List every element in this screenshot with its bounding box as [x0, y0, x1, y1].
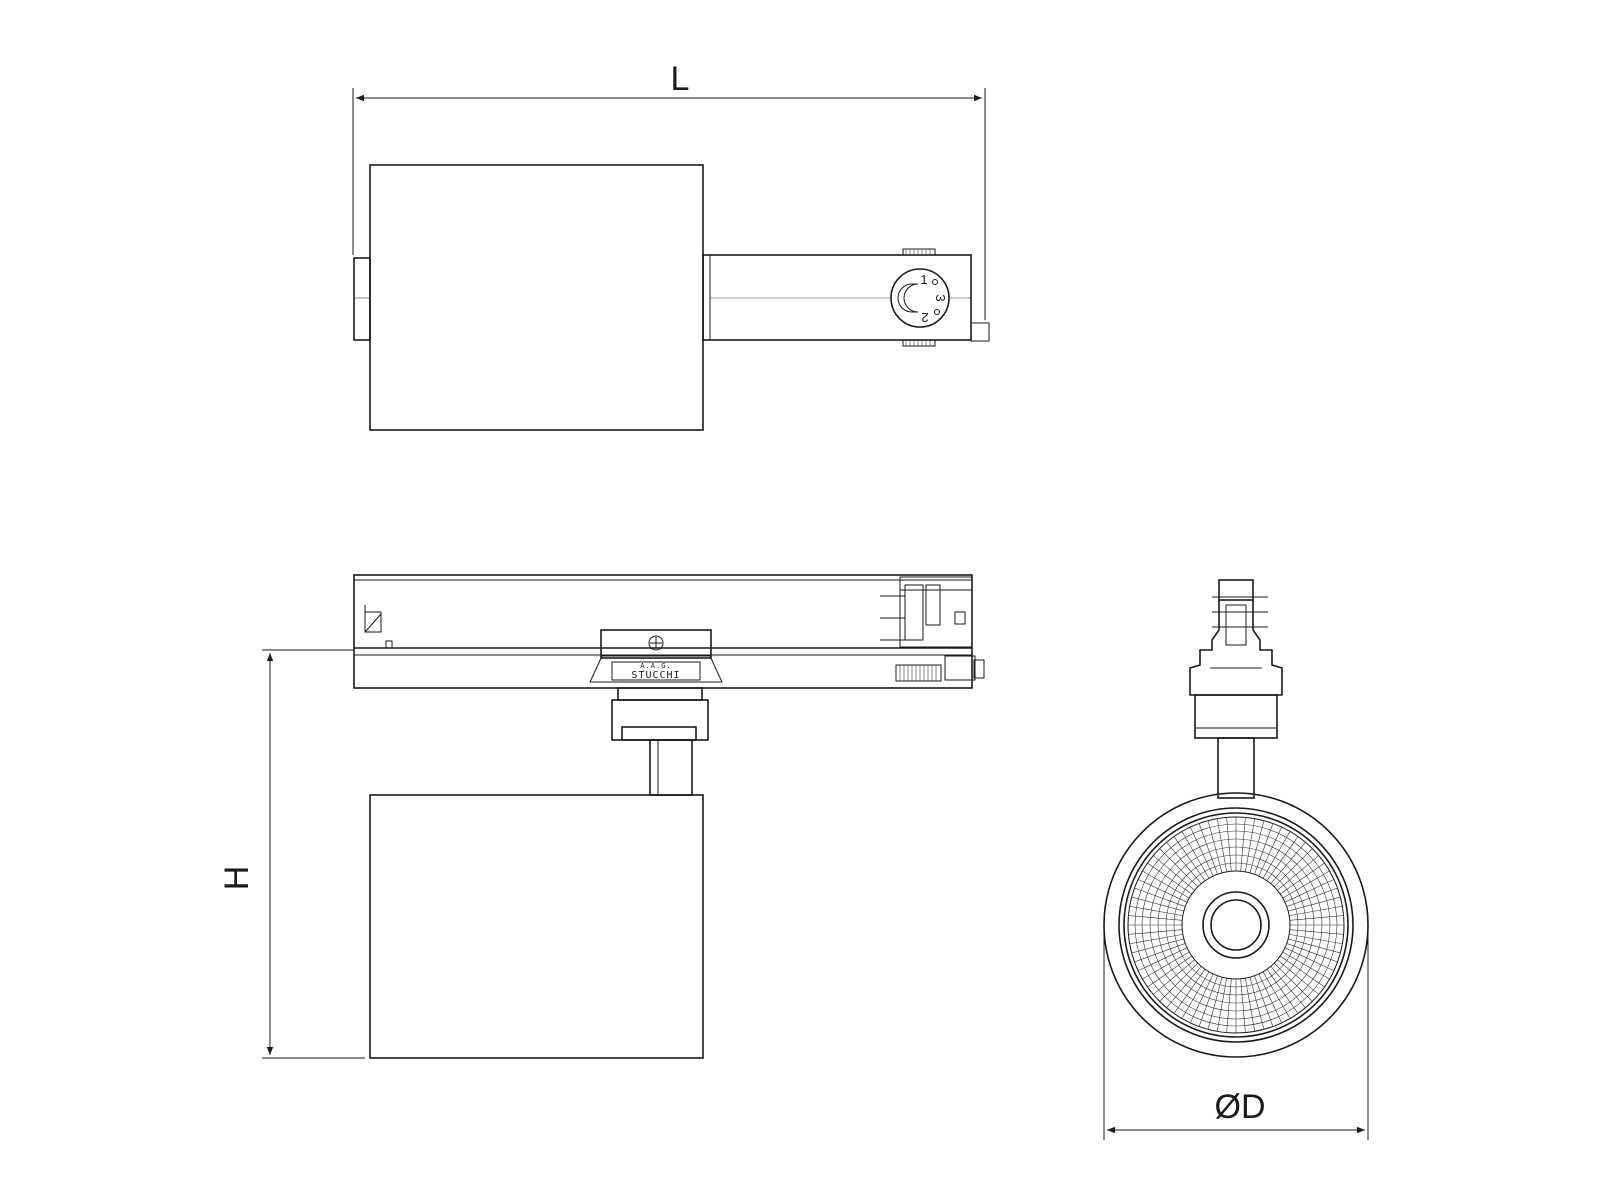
selector-position-1: 1: [920, 272, 927, 287]
clamp-block: [600, 629, 712, 659]
selector-position-2: 2: [921, 310, 928, 325]
swivel-joint-side: [611, 687, 709, 796]
screw-icon: [648, 635, 664, 651]
lamp-body-side: [369, 794, 704, 1059]
track-adapter-front: [1189, 579, 1283, 696]
lamp-body-top: [369, 164, 704, 431]
length-dimension: L: [352, 60, 986, 320]
diameter-label: ØD: [1215, 1088, 1266, 1126]
swivel-joint-front: [1194, 694, 1278, 799]
brand-plate: A.A.G. STUCCHI: [589, 655, 723, 683]
brand-sub-label: A.A.G.: [640, 662, 671, 670]
knurled-wheel: [895, 664, 942, 682]
top-view: L: [352, 60, 990, 431]
adapter-end-cap-top: [353, 257, 371, 341]
reflector-grid: [1128, 817, 1344, 1033]
diameter-dimension: ØD: [1103, 925, 1369, 1140]
height-label: H: [218, 866, 256, 891]
side-view: A.A.G. STUCCHI: [218, 574, 985, 1059]
contact-pins: [880, 576, 985, 681]
selector-position-3: 3: [933, 294, 948, 301]
led-lens: [1202, 891, 1270, 959]
brand-label: STUCCHI: [631, 670, 680, 681]
track-adapter-top: 1 3 2: [702, 248, 990, 347]
lamp-head-front: [1103, 792, 1369, 1058]
front-view: ØD: [1103, 579, 1369, 1140]
length-label: L: [671, 60, 690, 98]
track-adapter-side: A.A.G. STUCCHI: [353, 574, 985, 689]
circuit-selector: 1 3 2: [890, 268, 950, 328]
height-dimension: H: [218, 649, 365, 1059]
